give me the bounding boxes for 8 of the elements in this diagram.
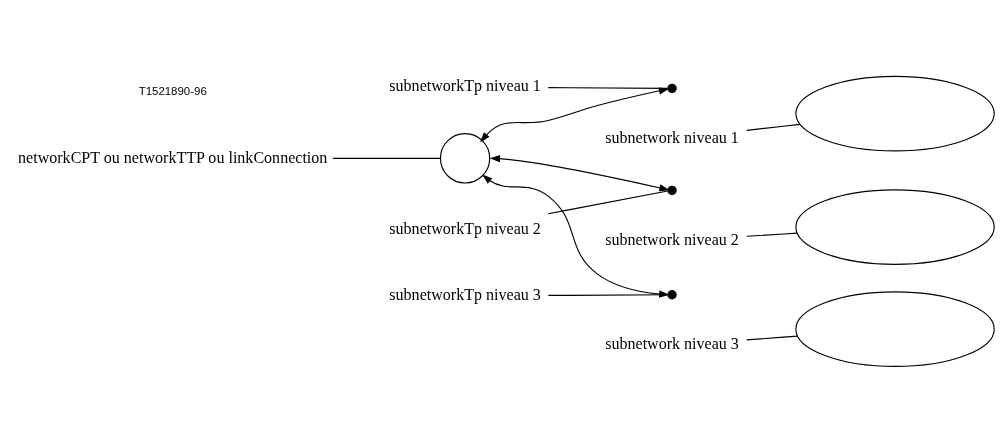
node-text: subnetwork niveau 3 (605, 335, 739, 353)
label: T1521890-96 (138, 84, 207, 97)
node-text: subnetwork niveau 2 (605, 231, 739, 249)
node-text: subnetworkTp niveau 3 (389, 286, 541, 304)
node-text: subnetworkTp niveau 1 (389, 77, 541, 95)
node-text: networkCPT ou networkTTP ou linkConnection (18, 148, 328, 166)
node-text: subnetworkTp niveau 2 (389, 219, 541, 237)
node-text: subnetwork niveau 1 (605, 129, 739, 147)
